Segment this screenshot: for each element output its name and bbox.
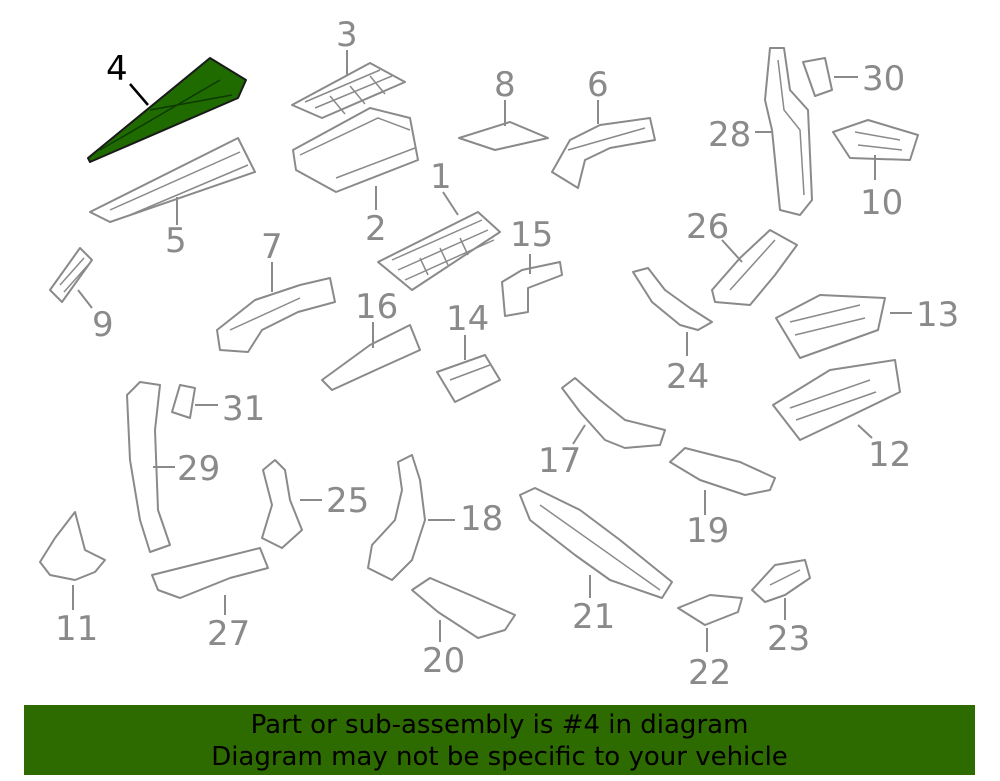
part-31-label: 31 <box>222 389 265 429</box>
part-12-label: 12 <box>868 435 911 475</box>
part-9-leader <box>77 289 93 309</box>
part-7-shape[interactable] <box>216 277 336 353</box>
part-1-shape[interactable] <box>377 211 501 291</box>
part-20-label: 20 <box>422 641 465 681</box>
part-27-label: 27 <box>207 614 250 654</box>
part-27-shape[interactable] <box>151 547 269 599</box>
part-15-label: 15 <box>510 215 553 255</box>
part-12-leader <box>857 424 873 439</box>
part-26-leader <box>721 239 743 263</box>
part-30-label: 30 <box>862 59 905 99</box>
part-7-label: 7 <box>261 227 283 267</box>
part-26-shape[interactable] <box>711 229 798 306</box>
part-17-leader <box>572 424 586 445</box>
part-17-label: 17 <box>538 441 581 481</box>
part-9-label: 9 <box>92 305 114 345</box>
part-5-shape[interactable] <box>89 137 256 223</box>
part-14-shape[interactable] <box>436 354 501 403</box>
part-29-shape[interactable] <box>126 381 171 553</box>
part-6-label: 6 <box>587 65 609 105</box>
part-24-shape[interactable] <box>632 267 713 331</box>
part-17-shape[interactable] <box>561 377 666 449</box>
part-1-leader <box>442 191 459 216</box>
part-21-label: 21 <box>572 597 615 637</box>
part-13-shape[interactable] <box>775 294 886 359</box>
part-4-leader <box>129 83 149 106</box>
part-3-label: 3 <box>336 15 358 55</box>
parts-diagram: 4 5 3 2 8 6 1 15 <box>39 15 959 693</box>
part-22-label: 22 <box>688 653 731 693</box>
part-11-label: 11 <box>55 609 98 649</box>
part-25-label: 25 <box>326 481 369 521</box>
part-19-label: 19 <box>686 511 729 551</box>
part-9-shape[interactable] <box>49 247 93 303</box>
part-13-label: 13 <box>916 295 959 335</box>
part-6-shape[interactable] <box>551 117 656 189</box>
part-4-shape[interactable] <box>87 57 247 163</box>
part-20-shape[interactable] <box>411 577 516 639</box>
part-1-label: 1 <box>430 157 452 197</box>
part-28-shape[interactable] <box>764 47 813 216</box>
part-26-label: 26 <box>686 207 729 247</box>
part-15-shape[interactable] <box>501 261 563 317</box>
part-21-shape[interactable] <box>519 487 673 599</box>
banner-line-1: Part or sub-assembly is #4 in diagram <box>250 710 749 740</box>
part-14-label: 14 <box>446 299 489 339</box>
part-22-shape[interactable] <box>677 594 743 626</box>
part-12-shape[interactable] <box>772 359 901 441</box>
part-24-label: 24 <box>666 357 709 397</box>
part-10-label: 10 <box>860 183 903 223</box>
part-16-label: 16 <box>355 287 398 327</box>
part-30-shape[interactable] <box>802 57 833 97</box>
part-23-shape[interactable] <box>751 559 811 603</box>
part-23-label: 23 <box>767 619 810 659</box>
part-18-shape[interactable] <box>367 454 426 581</box>
part-19-shape[interactable] <box>669 447 776 496</box>
part-18-label: 18 <box>460 499 503 539</box>
part-25-shape[interactable] <box>261 459 303 549</box>
part-8-shape[interactable] <box>458 121 549 151</box>
part-8-label: 8 <box>494 65 516 105</box>
part-28-label: 28 <box>708 115 751 155</box>
banner-line-2: Diagram may not be specific to your vehi… <box>211 742 788 772</box>
part-16-shape[interactable] <box>321 324 421 391</box>
part-3-shape[interactable] <box>291 62 406 119</box>
part-11-shape[interactable] <box>39 511 106 581</box>
part-31-shape[interactable] <box>171 384 196 419</box>
part-2-shape[interactable] <box>292 107 419 193</box>
info-banner: Part or sub-assembly is #4 in diagram Di… <box>24 705 975 775</box>
part-10-shape[interactable] <box>832 119 919 161</box>
part-2-label: 2 <box>365 209 387 249</box>
part-4-label: 4 <box>106 49 128 89</box>
part-5-label: 5 <box>165 221 187 261</box>
part-29-label: 29 <box>177 449 220 489</box>
